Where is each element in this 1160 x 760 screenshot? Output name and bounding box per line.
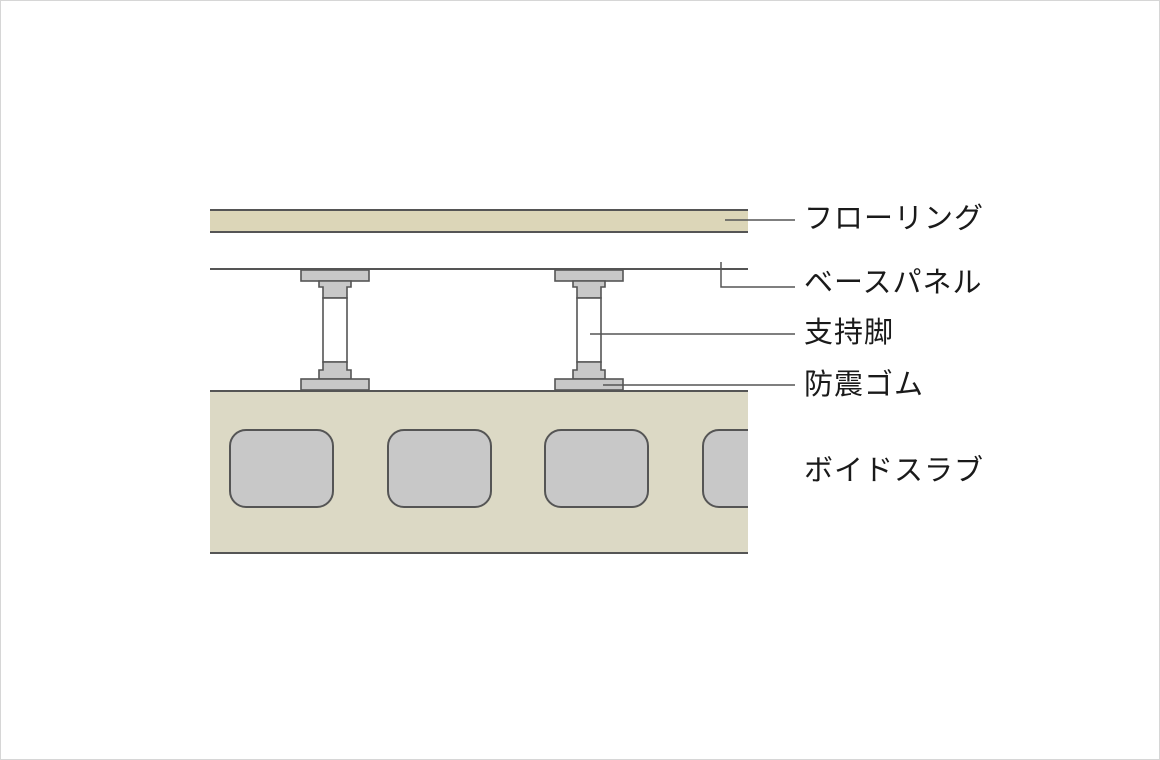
label-flooring: フローリング: [804, 201, 985, 235]
label-support-leg: 支持脚: [804, 315, 895, 349]
label-void-slab: ボイドスラブ: [804, 453, 985, 487]
label-base-panel: ベースパネル: [804, 265, 983, 299]
void-slab: [210, 390, 748, 554]
support-leg-1: [300, 269, 370, 391]
flooring-layer: [210, 209, 748, 233]
leader-lines: [590, 219, 795, 386]
label-vibration-rubber: 防震ゴム: [804, 367, 925, 401]
support-leg-2: [554, 269, 624, 391]
